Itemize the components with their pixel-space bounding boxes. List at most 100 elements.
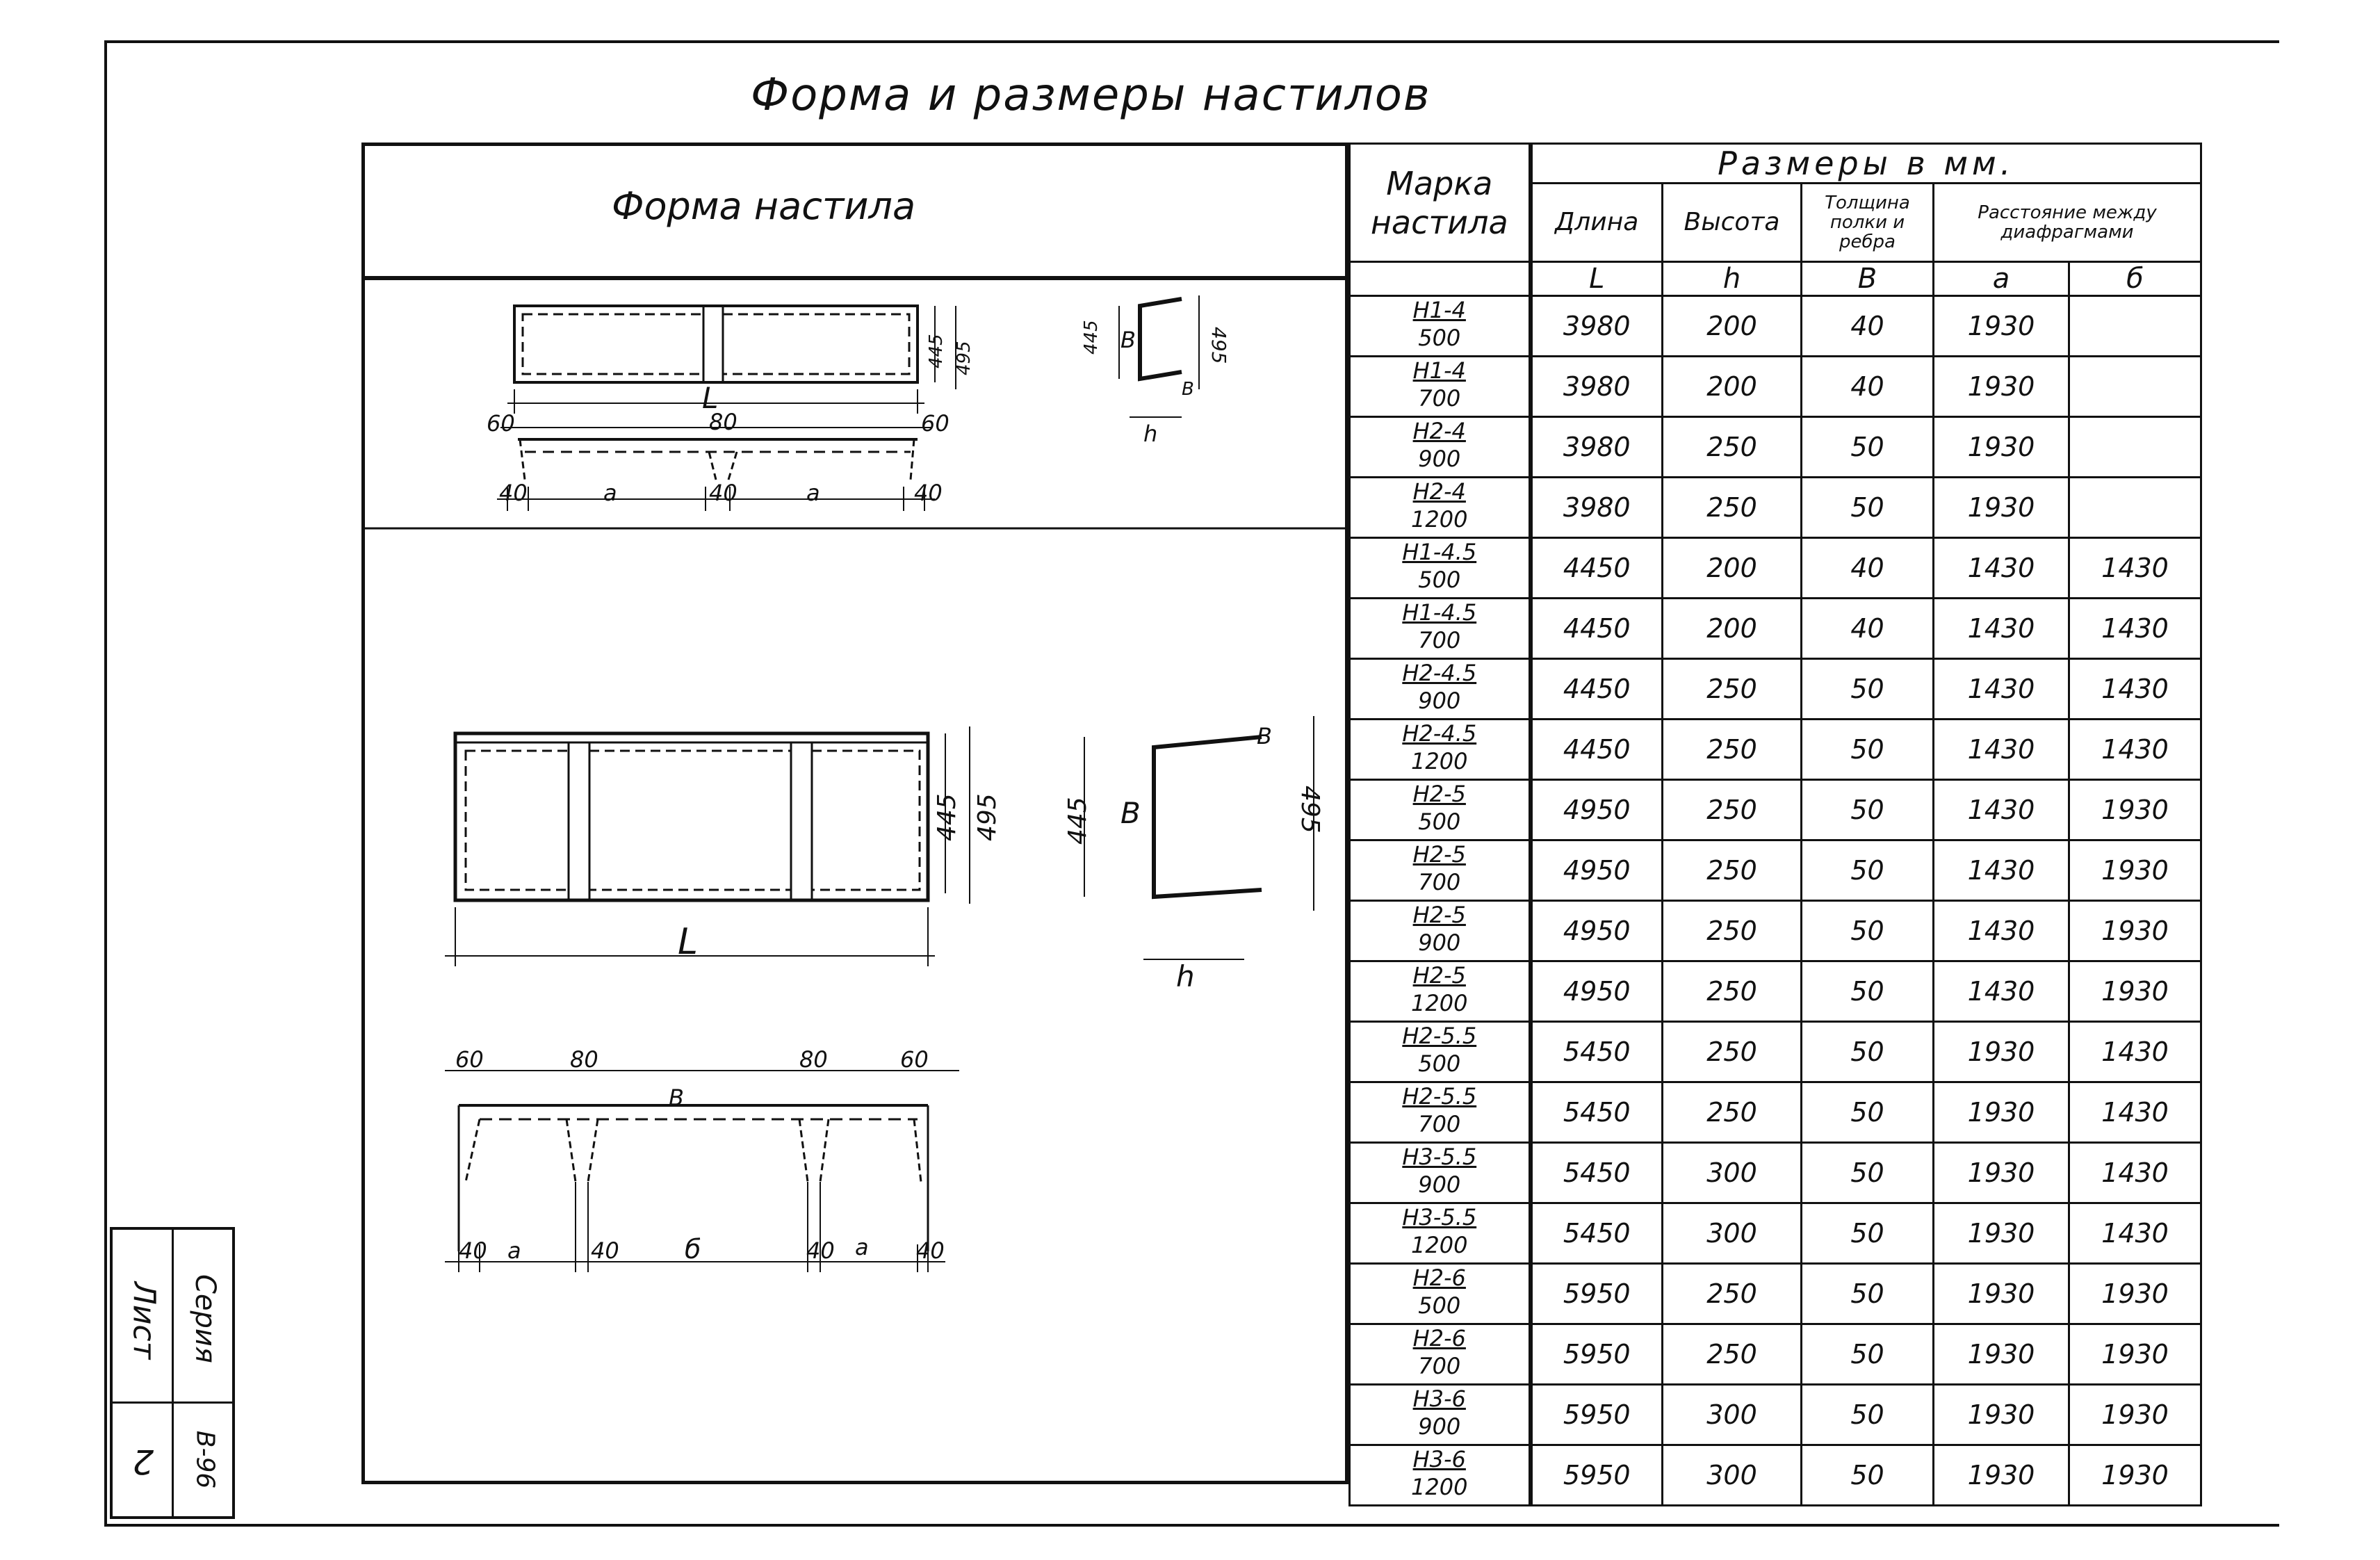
cell-thickness: 50 xyxy=(1800,1262,1934,1325)
lower-offset-60-right: 60 xyxy=(900,1046,929,1073)
header-diaphragm-distance: Расстояние между диафрагмами xyxy=(1932,182,2202,263)
cell-distance-b: 1930 xyxy=(2068,1444,2202,1506)
mark-code: Н1-4.5 xyxy=(1402,599,1477,626)
upper-elevation-view xyxy=(497,427,935,511)
stamp-series-label: Серия xyxy=(189,1274,221,1363)
cell-height: 250 xyxy=(1661,960,1802,1023)
cell-height: 250 xyxy=(1661,900,1802,962)
mark-code: Н1-4 xyxy=(1412,297,1466,323)
cell-height: 250 xyxy=(1661,718,1802,781)
upper-offset-80: 80 xyxy=(709,409,737,435)
header-sym-thickness: B xyxy=(1800,261,1934,297)
lower-section-b: B xyxy=(1120,796,1141,830)
cell-height: 200 xyxy=(1661,537,1802,599)
lower-plan-445: 445 xyxy=(933,793,961,841)
cell-thickness: 50 xyxy=(1800,900,1934,962)
cell-length: 4450 xyxy=(1528,658,1663,720)
mark-code: Н2-4.5 xyxy=(1402,720,1477,747)
mark-width: 900 xyxy=(1418,1171,1461,1198)
header-height: Высота xyxy=(1661,182,1802,263)
mark-code: Н2-5.5 xyxy=(1402,1083,1477,1110)
cell-thickness: 40 xyxy=(1800,295,1934,357)
mark-width: 700 xyxy=(1418,869,1461,895)
title-stamp: Лист Серия 2 В-96 xyxy=(110,1227,235,1519)
cell-distance-a: 1930 xyxy=(1932,476,2070,539)
cell-height: 200 xyxy=(1661,295,1802,357)
cell-thickness: 40 xyxy=(1800,537,1934,599)
mark-width: 700 xyxy=(1418,385,1461,412)
mark-width: 900 xyxy=(1418,446,1461,472)
cell-distance-b: 1430 xyxy=(2068,718,2202,781)
cell-distance-a: 1930 xyxy=(1932,295,2070,357)
cell-distance-b: 1430 xyxy=(2068,1021,2202,1083)
cell-distance-b: 1430 xyxy=(2068,1202,2202,1265)
cell-height: 300 xyxy=(1661,1383,1802,1446)
cell-thickness: 50 xyxy=(1800,839,1934,902)
cell-length: 4950 xyxy=(1528,960,1663,1023)
mark-width: 1200 xyxy=(1411,506,1468,533)
header-sym-height: h xyxy=(1661,261,1802,297)
mark-width: 700 xyxy=(1418,1111,1461,1137)
cell-thickness: 50 xyxy=(1800,1323,1934,1386)
lower-offset-80-right: 80 xyxy=(799,1046,828,1073)
lower-section-495: 495 xyxy=(1296,786,1324,834)
lower-section-h: h xyxy=(1176,959,1195,993)
cell-distance-b xyxy=(2068,416,2202,478)
lower-dim-b: б xyxy=(685,1234,701,1265)
cell-distance-b xyxy=(2068,295,2202,357)
upper-section-b: B xyxy=(1120,327,1136,353)
mark-code: Н2-4 xyxy=(1412,418,1466,444)
cell-length: 5950 xyxy=(1528,1383,1663,1446)
cell-distance-a: 1430 xyxy=(1932,537,2070,599)
cell-height: 250 xyxy=(1661,1262,1802,1325)
cell-height: 250 xyxy=(1661,1021,1802,1083)
lower-plan-495: 495 xyxy=(973,793,1002,841)
header-thickness: Толщина полки и ребра xyxy=(1800,182,1934,263)
drawing-area xyxy=(361,143,1348,1484)
cell-distance-a: 1430 xyxy=(1932,597,2070,660)
cell-length: 4950 xyxy=(1528,900,1663,962)
stamp-series-label-cell: Серия xyxy=(174,1230,235,1404)
cell-distance-a: 1930 xyxy=(1932,1081,2070,1144)
lower-dim-40-4: 40 xyxy=(916,1237,945,1264)
cell-length: 4450 xyxy=(1528,597,1663,660)
cell-height: 300 xyxy=(1661,1202,1802,1265)
mark-width: 700 xyxy=(1418,1353,1461,1379)
cell-distance-b: 1930 xyxy=(2068,1262,2202,1325)
upper-length-symbol: L xyxy=(702,381,719,415)
header-sym-a: a xyxy=(1932,261,2070,297)
cell-distance-b: 1930 xyxy=(2068,900,2202,962)
upper-section-495: 495 xyxy=(1207,327,1230,364)
cell-distance-a: 1430 xyxy=(1932,718,2070,781)
document-title: Форма и размеры настилов xyxy=(751,70,1431,121)
cell-distance-a: 1930 xyxy=(1932,1444,2070,1506)
cell-thickness: 50 xyxy=(1800,1444,1934,1506)
mark-width: 1200 xyxy=(1411,990,1468,1016)
cell-distance-a: 1930 xyxy=(1932,355,2070,418)
mark-code: Н2-6 xyxy=(1412,1265,1466,1291)
upper-offset-60-left: 60 xyxy=(487,410,515,437)
header-sym-b: б xyxy=(2068,261,2202,297)
mark-width: 500 xyxy=(1418,1050,1461,1077)
cell-distance-b: 1930 xyxy=(2068,1383,2202,1446)
mark-width: 700 xyxy=(1418,627,1461,653)
mark-code: Н3-6 xyxy=(1412,1386,1466,1412)
